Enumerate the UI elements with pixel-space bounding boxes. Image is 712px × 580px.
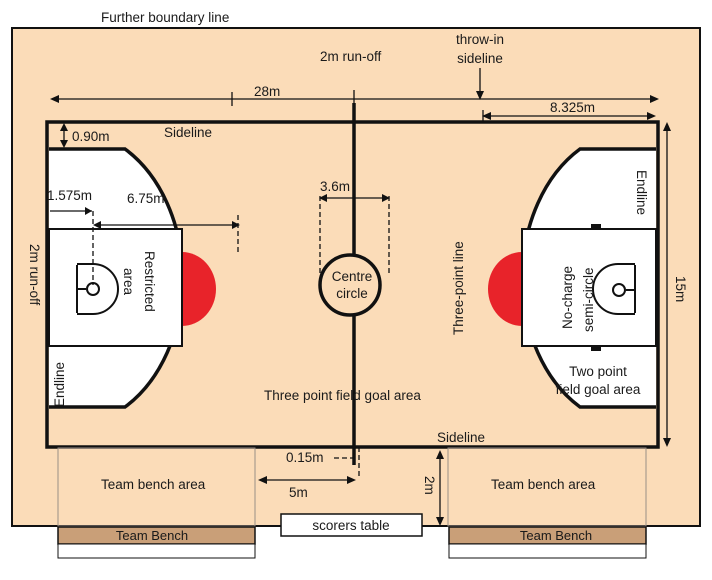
label-scorers-table: scorers table (312, 518, 389, 533)
label-restricted-area: area (121, 268, 136, 296)
label-dist-5m: 5m (289, 485, 308, 500)
label-circle: circle (336, 286, 368, 301)
rim-right (612, 283, 626, 297)
restricted-semicircle-left (182, 252, 216, 326)
key-mark-right-bottom (591, 345, 601, 351)
label-dist-675m: 6.75m (127, 191, 165, 206)
team-bench-right-seat (448, 543, 647, 559)
dimension-lines (50, 68, 671, 526)
label-dist-36m: 3.6m (320, 179, 350, 194)
label-endline-left: Endline (52, 362, 67, 407)
label-three-point-area: Three point field goal area (264, 388, 421, 403)
label-run-off-left: 2m run-off (27, 244, 42, 306)
label-three-point-line: Three-point line (451, 241, 466, 335)
label-dist-1575m: 1.575m (47, 188, 92, 203)
label-dist-015m: 0.15m (286, 450, 324, 465)
label-run-off-top: 2m run-off (320, 49, 382, 64)
key-right (521, 228, 657, 347)
label-team-bench-area-right: Team bench area (491, 477, 596, 492)
label-field-goal-area: field goal area (556, 382, 641, 397)
label-length-28m: 28m (254, 84, 280, 99)
label-sideline-bottom: Sideline (437, 430, 485, 445)
label-no-charge: No-charge (560, 266, 575, 329)
label-endline-right: Endline (634, 170, 649, 215)
label-team-bench-left: Team Bench (116, 528, 188, 543)
team-bench-area-left-box (57, 447, 256, 527)
label-width-15m: 15m (673, 276, 688, 302)
no-charge-semicircle-right (592, 263, 635, 315)
team-bench-left-seat (57, 543, 256, 559)
restricted-semicircle-right (488, 252, 522, 326)
label-semi-circle: semi-circle (581, 267, 596, 332)
scorers-table (280, 513, 423, 537)
label-further-boundary-line: Further boundary line (101, 10, 229, 25)
label-dist-2m: 2m (422, 476, 437, 495)
label-centre: Centre (332, 269, 373, 284)
label-throw-in-sideline: sideline (457, 51, 503, 66)
key-mark-right-top (591, 224, 601, 230)
label-team-bench-area-left: Team bench area (101, 477, 206, 492)
key-left (48, 228, 183, 347)
label-dist-090m: 0.90m (72, 129, 110, 144)
label-dist-8325m: 8.325m (550, 100, 595, 115)
centre-circle (318, 253, 382, 317)
label-throw-in: throw-in (456, 32, 504, 47)
label-two-point: Two point (569, 364, 627, 379)
label-sideline-top: Sideline (164, 125, 212, 140)
no-charge-semicircle-left (77, 263, 119, 315)
label-restricted: Restricted (142, 251, 157, 312)
team-bench-area-right-box (447, 447, 647, 527)
label-team-bench-right: Team Bench (520, 528, 592, 543)
